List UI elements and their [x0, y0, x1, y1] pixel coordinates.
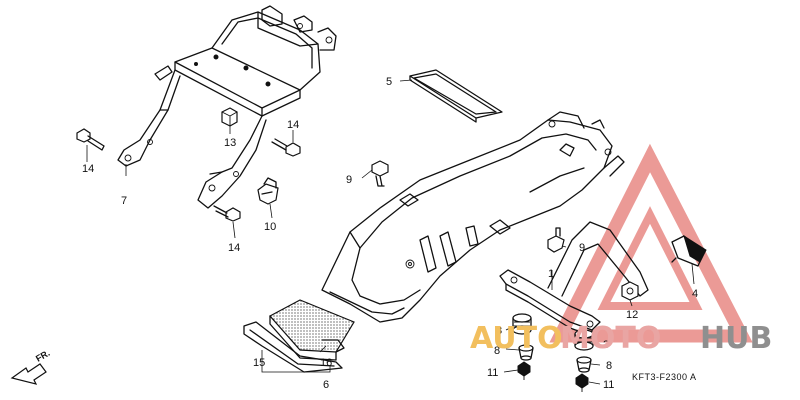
- direction-label: FR.: [34, 348, 52, 364]
- callout-9-lower: 9: [579, 242, 585, 254]
- callout-5: 5: [386, 76, 392, 88]
- nut-part-13: [221, 107, 238, 127]
- callout-14-left: 14: [82, 163, 94, 175]
- bolt-part-11-left: [517, 361, 531, 380]
- screw-part-9-lower: [547, 227, 565, 253]
- bolt-part-14-left: [76, 128, 105, 151]
- bolt-part-14-right: [271, 138, 301, 157]
- watermark-hub: HUB: [700, 321, 772, 356]
- callout-3-right: 3: [603, 339, 609, 351]
- callout-12: 12: [626, 309, 638, 321]
- watermark-automotohub: AUTO MOTO HUB: [470, 321, 772, 356]
- callout-3-left: 3: [496, 325, 502, 337]
- callout-labels: 7 14 13 14 14 10 9 5 9 1 4 12 3 3 8 8 11…: [82, 76, 698, 391]
- callout-9-upper: 9: [346, 174, 352, 186]
- screw-part-9-upper: [371, 160, 389, 187]
- collar-part-8-right: [576, 356, 592, 373]
- callout-14-bottom: 14: [228, 242, 240, 254]
- callout-15: 15: [253, 357, 265, 369]
- callout-13: 13: [224, 137, 236, 149]
- callout-11-right: 11: [603, 379, 614, 391]
- callout-8-right: 8: [606, 360, 612, 372]
- rear-fender-main: [321, 111, 625, 323]
- collar-part-8-left: [518, 344, 534, 361]
- grommet-part-3-right: [574, 329, 594, 351]
- clip-part-10: [257, 177, 279, 205]
- callout-7: 7: [121, 195, 127, 207]
- watermark-auto: AUTO: [470, 321, 563, 356]
- grommet-part-3-left: [512, 313, 532, 335]
- bolt-part-14-bottom: [213, 205, 241, 222]
- callout-10: 10: [264, 221, 276, 233]
- callout-1: 1: [548, 268, 554, 280]
- watermark-moto: MOTO: [560, 321, 661, 356]
- callout-14-right: 14: [287, 119, 299, 131]
- callout-8-left: 8: [494, 345, 500, 357]
- bolt-part-11-right: [575, 373, 589, 392]
- nut-part-12: [621, 281, 639, 301]
- rear-frame-bracket-part-7: [117, 5, 337, 209]
- reflector-part-4: [671, 234, 707, 267]
- seal-part-5: [409, 69, 503, 123]
- callout-11-left: 11: [487, 367, 498, 379]
- cushion-assembly-part-6: [243, 299, 355, 373]
- leader-lines: [86, 79, 695, 385]
- front-direction-arrow: FR.: [10, 348, 52, 385]
- callout-16: 16: [320, 357, 332, 369]
- callout-6: 6: [323, 379, 329, 391]
- drawing-code: KFT3-F2300 A: [632, 372, 697, 382]
- callout-4: 4: [692, 288, 698, 300]
